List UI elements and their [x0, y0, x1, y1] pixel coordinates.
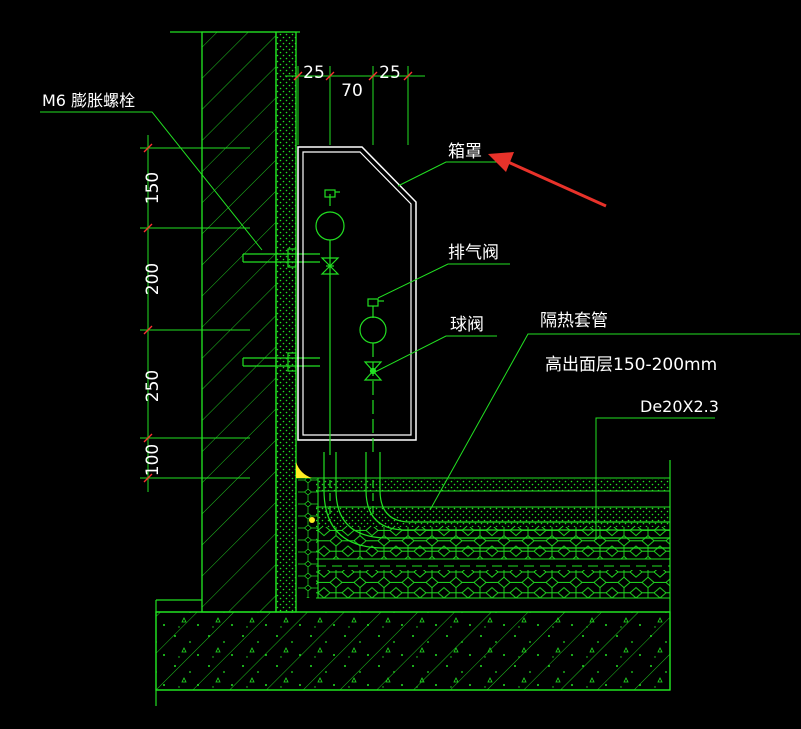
top-dimension [285, 66, 425, 145]
floor-layers [296, 477, 670, 599]
dim-side-150: 150 [143, 172, 163, 204]
return-pipe [359, 298, 387, 455]
label-sleeve: 隔热套管 [540, 311, 608, 331]
left-dimension [140, 135, 250, 492]
box-cover-outer [297, 146, 417, 441]
floor-slab [155, 460, 671, 706]
top-dimension-ticks [293, 71, 413, 81]
dim-side-250: 250 [143, 370, 163, 402]
leader-lines [40, 111, 800, 540]
label-vent-valve: 排气阀 [448, 243, 499, 263]
label-ball-valve: 球阀 [450, 315, 484, 335]
label-box-cover: 箱罩 [448, 142, 482, 162]
dim-side-100: 100 [143, 444, 163, 476]
label-sleeve-height: 高出面层150-200mm [545, 355, 717, 375]
structural-wall [170, 31, 300, 613]
dim-top-middle: 70 [341, 81, 363, 101]
dim-side-200: 200 [143, 263, 163, 295]
dim-top-left: 25 [303, 63, 325, 83]
supply-pipe [315, 189, 345, 455]
left-dimension-ticks [143, 143, 153, 483]
label-bolt: M6 膨胀螺栓 [42, 91, 135, 110]
sealant-fillet [296, 462, 312, 478]
dim-top-right: 25 [379, 63, 401, 83]
box-cover-inner [302, 151, 412, 436]
red-arrow [488, 152, 607, 208]
expansion-bolts [242, 248, 320, 372]
insulated-sleeves [323, 452, 670, 549]
sealant-dot [309, 517, 315, 523]
label-pipe-spec: De20X2.3 [640, 397, 719, 416]
